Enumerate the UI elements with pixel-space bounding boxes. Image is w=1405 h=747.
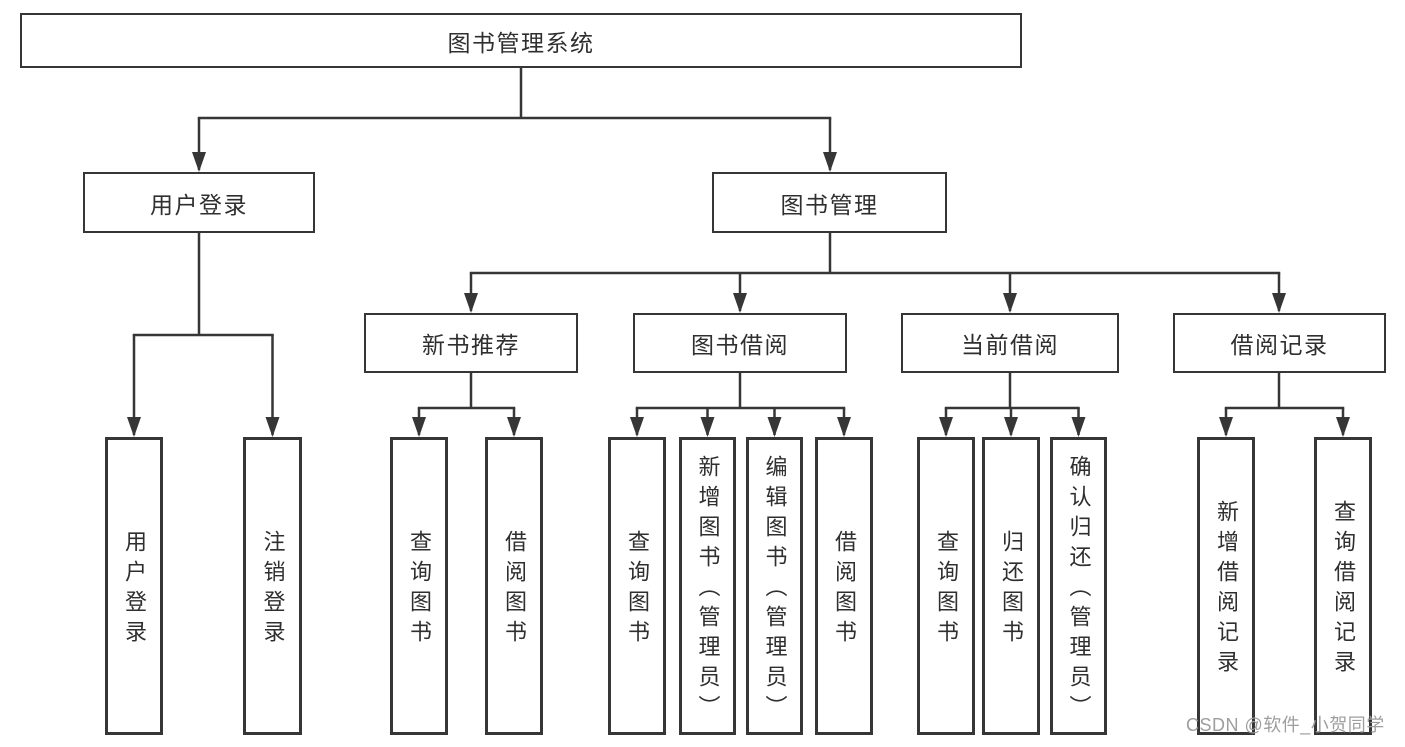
node-book-borrow: 图书借阅 (633, 313, 847, 373)
node-root: 图书管理系统 (20, 13, 1022, 68)
leaf-query-borrow-record: 查询借阅记录 (1314, 437, 1372, 735)
node-new-book-recommend-label: 新书推荐 (422, 332, 520, 358)
leaf-user-login-label: 用户登录 (122, 530, 147, 650)
leaf-logout: 注销登录 (243, 437, 302, 735)
node-book-borrow-label: 图书借阅 (691, 332, 789, 358)
leaf-query-borrow-record-label: 查询借阅记录 (1331, 500, 1356, 680)
leaf-add-book-admin-label: 新增图书（管理员） (695, 455, 721, 725)
leaf-add-borrow-record-label: 新增借阅记录 (1214, 500, 1239, 680)
leaf-query-books-current: 查询图书 (917, 437, 975, 735)
node-book-management: 图书管理 (712, 172, 947, 233)
connector-newbookrec-children (412, 373, 521, 437)
leaf-borrow-books-label: 借阅图书 (832, 530, 857, 650)
leaf-query-books-recommend: 查询图书 (390, 437, 448, 735)
leaf-return-book: 归还图书 (982, 437, 1040, 735)
leaf-borrow-books-recommend: 借阅图书 (485, 437, 543, 735)
leaf-return-book-label: 归还图书 (999, 530, 1024, 650)
leaf-query-books-recommend-label: 查询图书 (407, 530, 432, 650)
leaf-query-books-borrow: 查询图书 (608, 437, 666, 735)
leaf-edit-book-admin-label: 编辑图书（管理员） (762, 455, 788, 725)
leaf-borrow-books-recommend-label: 借阅图书 (502, 530, 527, 650)
node-current-borrow-label: 当前借阅 (961, 332, 1059, 358)
leaf-user-login: 用户登录 (105, 437, 163, 735)
leaf-confirm-return-admin-label: 确认归还（管理员） (1066, 455, 1092, 725)
leaf-confirm-return-admin: 确认归还（管理员） (1050, 437, 1107, 735)
node-borrow-record-label: 借阅记录 (1230, 332, 1329, 358)
leaf-query-books-current-label: 查询图书 (934, 530, 959, 650)
leaf-edit-book-admin: 编辑图书（管理员） (746, 437, 803, 735)
csdn-watermark: CSDN @软件_小贺同学 (1186, 715, 1385, 735)
connector-bookmgmt-to-level3 (464, 233, 1286, 313)
connector-borrowrecord-children (1219, 373, 1350, 437)
leaf-borrow-books: 借阅图书 (815, 437, 873, 735)
node-book-management-label: 图书管理 (780, 191, 879, 218)
leaf-query-books-borrow-label: 查询图书 (625, 530, 650, 650)
leaf-logout-label: 注销登录 (260, 530, 286, 650)
connector-userlogin-children (127, 233, 280, 437)
connector-currentborrow-children (939, 373, 1086, 437)
node-user-login: 用户登录 (83, 172, 315, 233)
node-user-login-label: 用户登录 (150, 191, 248, 218)
leaf-add-book-admin: 新增图书（管理员） (679, 437, 736, 735)
node-borrow-record: 借阅记录 (1173, 313, 1386, 373)
node-current-borrow: 当前借阅 (901, 313, 1119, 373)
connector-root-to-level2 (192, 68, 837, 172)
node-new-book-recommend: 新书推荐 (364, 313, 578, 373)
leaf-add-borrow-record: 新增借阅记录 (1197, 437, 1255, 735)
node-root-label: 图书管理系统 (447, 29, 595, 56)
connector-bookborrow-children (630, 373, 851, 437)
